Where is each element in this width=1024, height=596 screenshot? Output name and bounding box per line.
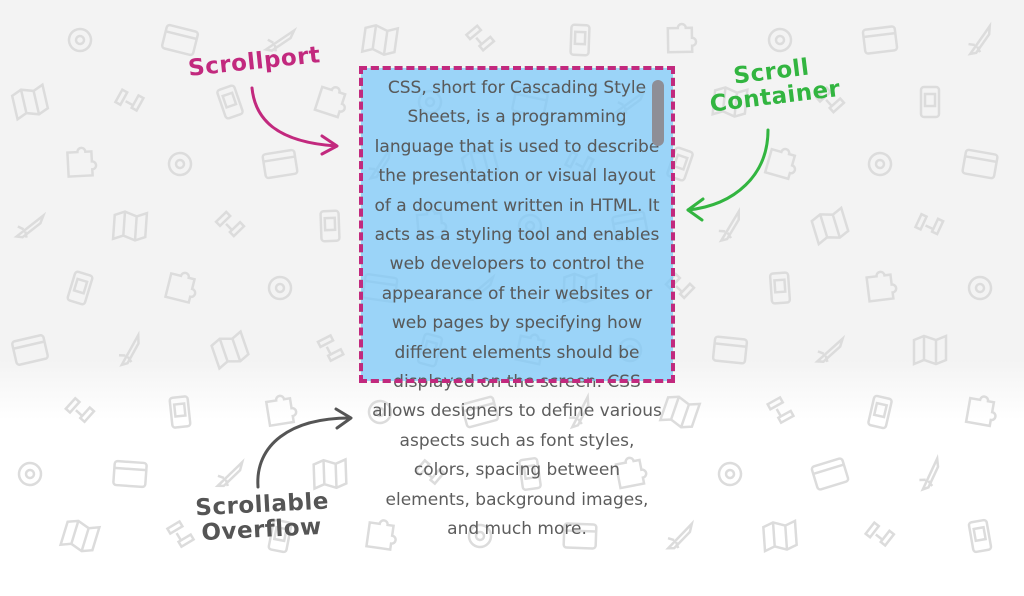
scroll-container-arrow	[686, 128, 770, 222]
scrollbar-thumb[interactable]	[652, 80, 664, 146]
scrollport-content[interactable]: CSS, short for Cascading Style Sheets, i…	[362, 70, 672, 379]
scrollport-paragraph: CSS, short for Cascading Style Sheets, i…	[374, 78, 660, 379]
scrollport-box[interactable]	[359, 66, 675, 383]
scrollable-overflow-label: Scrollable Overflow	[195, 488, 330, 546]
scrollport-arrow	[250, 86, 339, 156]
scrollable-overflow-arrow	[256, 407, 353, 489]
